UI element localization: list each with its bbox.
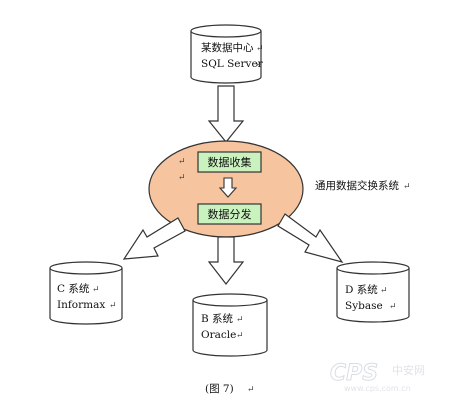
arrow-to-system-b xyxy=(207,236,245,285)
system-b-name: B 系统 xyxy=(201,312,234,325)
paragraph-mark: ↵ xyxy=(380,286,388,296)
arrow-to-system-c xyxy=(122,217,186,260)
system-b-type: Oracle xyxy=(201,329,236,341)
system-c-name: C 系统 xyxy=(57,282,90,295)
exchange-system-label: 通用数据交换系统 xyxy=(315,179,399,192)
system-d-database: D 系统 ↵ Sybase ↵ xyxy=(336,261,410,323)
figure-caption: (图 7) xyxy=(205,383,234,395)
watermark: CPS 中安网 www.cps.com.cn xyxy=(330,361,426,394)
paragraph-mark: ↵ xyxy=(236,315,244,325)
paragraph-mark: ↵ xyxy=(178,173,186,183)
data-collection-box: 数据收集 xyxy=(197,151,262,173)
data-distribution-label: 数据分发 xyxy=(208,207,252,221)
source-db-name: 某数据中心 xyxy=(201,41,254,54)
paragraph-mark: ↵ xyxy=(256,44,264,54)
arrow-down-process xyxy=(218,177,238,198)
source-db-type: SQL Server xyxy=(201,58,264,70)
arrow-to-system-d xyxy=(277,213,344,264)
watermark-logo: CPS xyxy=(330,361,378,386)
paragraph-mark: ↵ xyxy=(109,301,117,311)
arrow-down-source xyxy=(207,85,245,143)
paragraph-mark: ↵ xyxy=(403,182,411,192)
paragraph-mark: ↵ xyxy=(389,302,397,312)
data-distribution-box: 数据分发 xyxy=(197,203,262,225)
source-database: 某数据中心 ↵ SQL Server ↵ xyxy=(190,24,264,84)
system-c-database: C 系统 ↵ Informax ↵ xyxy=(49,261,123,325)
paragraph-mark: ↵ xyxy=(236,331,244,341)
paragraph-mark: ↵ xyxy=(255,60,263,70)
paragraph-mark: ↵ xyxy=(178,157,186,167)
data-collection-label: 数据收集 xyxy=(208,155,252,169)
paragraph-mark: ↵ xyxy=(247,385,255,395)
paragraph-mark: ↵ xyxy=(92,285,100,295)
system-c-type: Informax xyxy=(57,299,105,311)
watermark-cn: 中安网 xyxy=(392,363,425,377)
watermark-url: www.cps.com.cn xyxy=(344,384,411,393)
system-b-database: B 系统 ↵ Oracle ↵ xyxy=(192,293,268,357)
system-d-name: D 系统 xyxy=(345,283,378,296)
system-d-type: Sybase xyxy=(345,300,383,312)
